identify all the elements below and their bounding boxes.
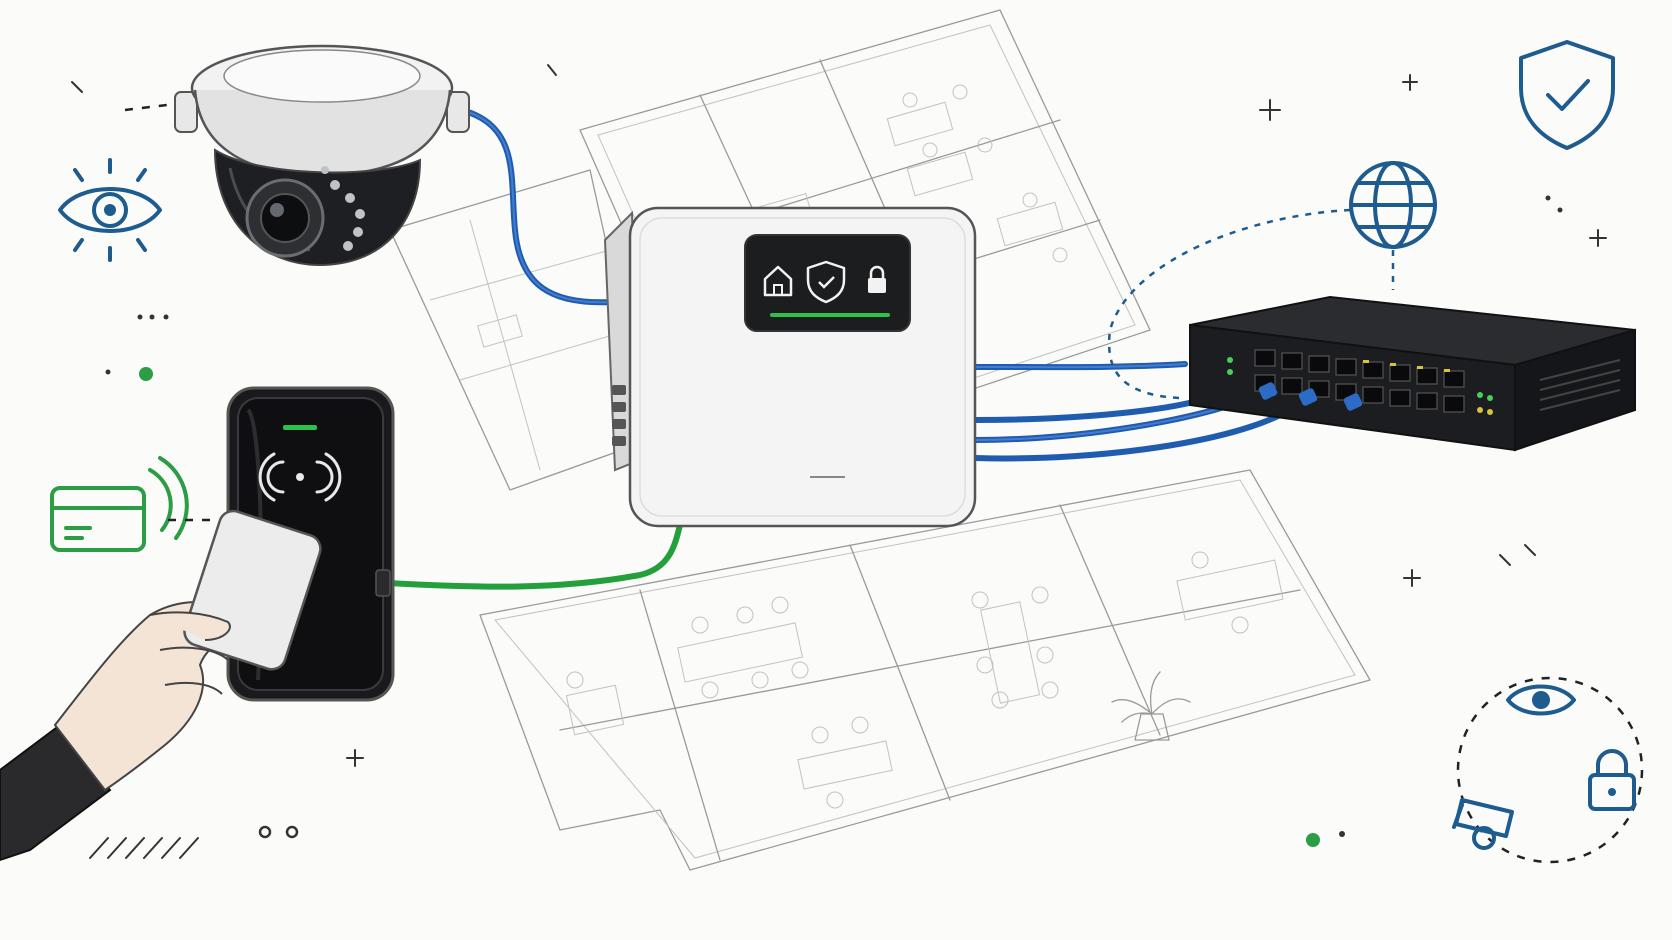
access-card-icon (50, 456, 189, 552)
cable-camera-to-hub (465, 109, 615, 306)
globe-icon (1107, 161, 1437, 400)
lock-icon (868, 265, 886, 293)
nfc-icon (258, 452, 342, 502)
floor-plan-front (479, 469, 1371, 871)
network-switch (1189, 295, 1636, 452)
home-icon (763, 265, 793, 297)
hand-holding-card (0, 509, 322, 862)
security-hub (603, 206, 977, 528)
camera-icon (1452, 798, 1514, 850)
decorative-marks (71, 64, 1607, 859)
shield-check-icon (1519, 40, 1615, 150)
status-bar (770, 313, 890, 317)
security-cycle (1452, 676, 1644, 864)
lock-icon (1588, 749, 1636, 811)
eye-icon (58, 158, 162, 262)
dome-camera (174, 44, 470, 267)
eye-icon (1506, 684, 1576, 716)
hub-display (744, 234, 911, 332)
cable-reader-to-hub (385, 522, 683, 590)
shield-icon (806, 260, 846, 304)
reader-status-light (283, 425, 317, 430)
